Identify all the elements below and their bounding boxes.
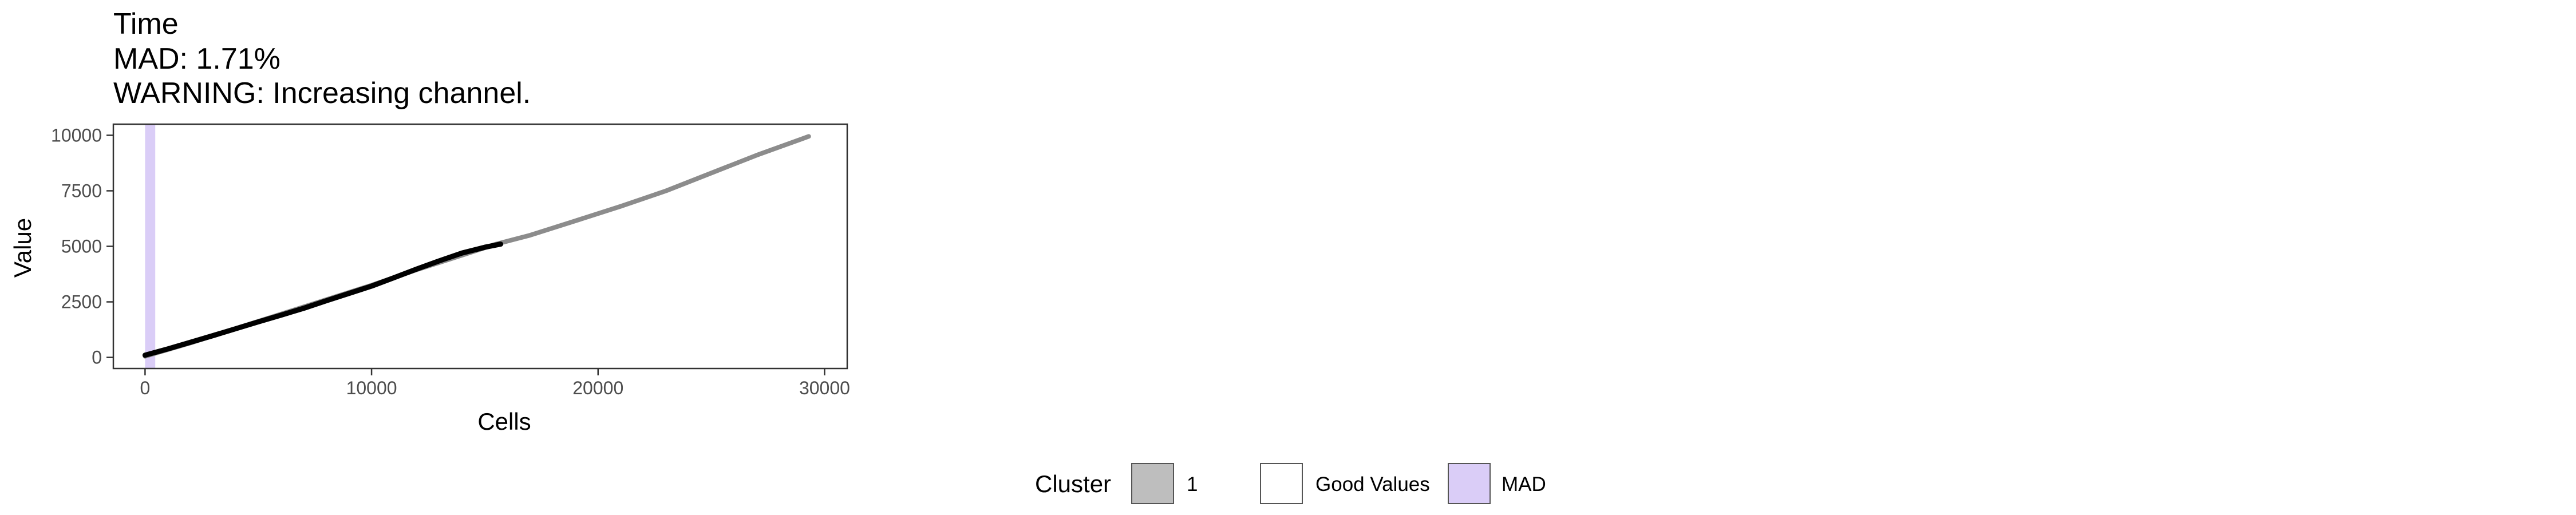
legend: Cluster 1 Good Values MAD [1035,463,1546,504]
title-line-1: Time [113,7,179,41]
y-tick-label: 0 [92,347,102,368]
legend-label-mad: MAD [1502,473,1546,496]
x-tick-label: 30000 [799,378,850,398]
chart-title: Time MAD: 1.71% WARNING: Increasing chan… [113,7,531,110]
series-layer [142,134,811,359]
legend-item-good-values: Good Values [1260,463,1430,504]
mad-band-layer [145,124,156,369]
mad-band [145,124,156,369]
legend-item-cluster-1: 1 [1131,463,1198,504]
x-tick-label: 20000 [572,378,623,398]
x-axis-title: Cells [477,408,531,435]
y-tick-label: 7500 [61,180,102,201]
legend-label-cluster-1: 1 [1187,473,1198,496]
y-tick-label: 10000 [51,125,102,145]
x-axis: 0 10000 20000 30000 [140,369,850,398]
title-line-3: WARNING: Increasing channel. [113,77,531,110]
legend-key-mad [1448,463,1491,504]
x-tick-label: 10000 [346,378,397,398]
legend-title: Cluster [1035,470,1111,497]
legend-item-mad: MAD [1448,463,1546,504]
title-line-2: MAD: 1.71% [113,42,280,76]
x-tick-label: 0 [140,378,150,398]
y-tick-label: 2500 [61,292,102,312]
legend-key-cluster-1 [1131,463,1174,504]
legend-label-good-values: Good Values [1315,473,1430,496]
y-tick-label: 5000 [61,236,102,257]
y-axis-title: Value [9,218,36,278]
legend-key-good-values [1260,463,1303,504]
y-axis: 0 2500 5000 7500 10000 [51,125,113,368]
plot-area [112,123,848,370]
series-line-1 [142,241,504,358]
